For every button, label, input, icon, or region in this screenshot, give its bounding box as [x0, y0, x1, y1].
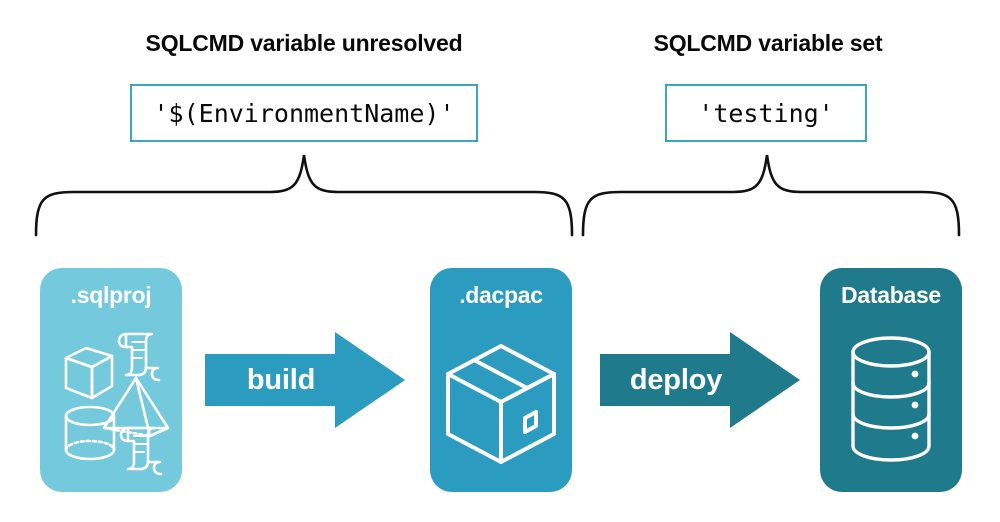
code-box-environment-name: '$(EnvironmentName)': [130, 84, 478, 142]
code-box-testing: 'testing': [665, 84, 867, 142]
scroll-icon: [117, 332, 161, 382]
stage-box-database: Database: [820, 268, 962, 492]
stage-label-database: Database: [841, 282, 941, 308]
brace-left-icon: [34, 154, 574, 237]
stage-label-dacpac: .dacpac: [459, 282, 543, 308]
package-box-icon: [446, 344, 556, 464]
cube-icon: [64, 346, 114, 400]
scroll-icon: [119, 426, 163, 476]
stage-box-dacpac: .dacpac: [430, 268, 572, 492]
database-cylinder-icon: [851, 336, 931, 462]
brace-layer: [0, 140, 1000, 250]
stage-label-sqlproj: .sqlproj: [70, 282, 152, 308]
cylinder-icon: [64, 405, 116, 461]
stage-box-sqlproj: .sqlproj: [40, 268, 182, 492]
arrow-build: build: [205, 332, 405, 428]
arrow-deploy: deploy: [600, 332, 800, 428]
arrow-shape: [600, 332, 800, 428]
sqlproj-artwork: [40, 312, 182, 492]
arrow-shape: [205, 332, 405, 428]
brace-right-icon: [581, 154, 961, 237]
heading-sqlcmd-variable-unresolved: SQLCMD variable unresolved: [145, 30, 463, 56]
database-artwork: [820, 312, 962, 492]
dacpac-artwork: [430, 312, 572, 492]
heading-sqlcmd-variable-set: SQLCMD variable set: [653, 30, 883, 56]
